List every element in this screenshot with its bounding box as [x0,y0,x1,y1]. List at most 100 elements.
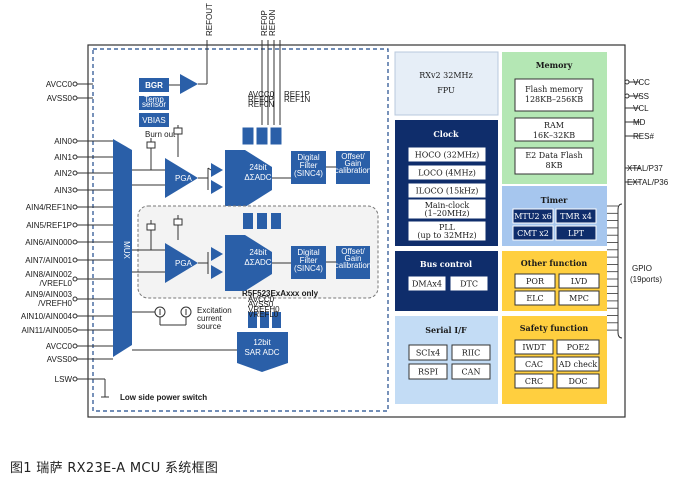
left-pin-label: AIN2 [54,169,72,178]
other-item-box [514,290,556,306]
pin-vcl: VCL [633,104,649,113]
analog-frontend-frame [92,48,389,412]
other-item-label: LVD [571,277,588,286]
left-pin-pad [72,222,78,228]
left-pin-pad [72,95,78,101]
clock-item-label: HOCO (32MHz) [415,151,480,160]
other-item-label: MPC [569,294,589,303]
safety-item-label: DOC [568,377,587,386]
serial-item-box [408,363,448,380]
timer-item-box [512,208,554,224]
serial-item-line: RSPI [418,368,438,377]
pga-0-label: PGA [175,174,193,183]
other-title: Other function [521,258,588,268]
clock-item-line: HOCO (32MHz) [415,151,480,160]
clock-item-label: Main-clock(1–20MHz) [425,201,470,218]
bus-item-line: DMAx4 [412,280,442,289]
calib-1-line: calibration [335,261,371,270]
left-pin-pad [72,276,78,282]
gpio-lines [607,205,618,331]
timer-item-label: LPT [568,229,585,238]
left-pin-label: AVSS0 [47,94,73,103]
vbias-label: VBIAS [142,116,166,125]
serial-title: Serial I/F [425,325,467,335]
cpu-line2: FPU [437,86,455,95]
safety-item-line: IWDT [522,343,546,352]
filter-1-line: Digital [297,248,319,257]
left-pin-label-line: AIN9/AIN003 [25,290,72,299]
left-pin-label: AIN10/AIN004 [21,312,73,321]
other-item-box [558,273,600,289]
serial-item-box [451,344,491,361]
left-pin-label-line: AIN8/AIN002 [25,270,72,279]
adc24-0-line: 24bit [249,163,267,172]
left-pin-pad [72,170,78,176]
pin-xtal: XTAL/P37 [627,164,663,173]
ram-line: 16K–32KB [533,131,575,140]
ref-in0-line: REF0N [248,100,274,109]
memory-title: Memory [536,60,573,70]
clock-item-label: ILOCO (15kHz) [416,187,479,196]
serial-item-box [451,363,491,380]
calib-1-line: Gain [345,254,362,263]
sar-ref-line: VREFH0 [248,305,280,314]
left-pin-label: AIN1 [54,153,72,162]
safety-item-label: POE2 [567,343,590,352]
pin-ref0p: REF0P [260,10,269,36]
left-pin-label: AVSS0 [47,355,73,364]
left-pin-label-line: AIN7/AIN001 [25,256,72,265]
left-pin-label: AIN11/AIN005 [21,326,72,335]
safety-item-box [514,373,554,389]
flash-line: Flash memory [525,85,583,94]
safety-item-line: CRC [525,377,543,386]
left-pin-label: AIN4/REF1N [26,203,72,212]
mux-label: MUX [122,241,131,259]
safety-item-label: CAC [525,360,543,369]
timer-title: Timer [541,195,569,205]
other-items: POR LVD ELC MPC [514,273,600,306]
bus-item-label: DTC [460,280,478,289]
left-pin-label-line: LSW [55,375,73,384]
other-item-line: LVD [571,277,588,286]
other-item-line: POR [526,277,545,286]
other-item-line: ELC [526,294,543,303]
clock-item-line: Main-clock [425,201,470,210]
left-pin-label: LSW [55,375,73,384]
bgr-block [139,78,169,92]
safety-item-line: DOC [568,377,587,386]
gpio-brace [617,203,623,339]
sar-ref-line: VREFL0 [248,310,279,319]
pin-vcc: VCC [633,78,650,87]
left-pin-label: AIN5/REF1P [26,221,72,230]
clock-items: HOCO (32MHz)LOCO (4MHz)ILOCO (15kHz)Main… [407,146,487,242]
left-pin-label-line: AIN10/AIN004 [21,312,73,321]
timer-item-line: CMT x2 [517,229,549,238]
left-pin-label-line: AVCC0 [46,80,73,89]
other-item-label: ELC [526,294,543,303]
refout-buffer [180,74,198,94]
left-pin-pad [72,239,78,245]
adc24-0-line: ΔΣADC [244,173,271,182]
excitation-line: source [197,322,222,331]
left-pin-pad [72,257,78,263]
timer-item-box [555,225,597,241]
safety-item-line: AD check [558,360,598,369]
left-pin-pad [72,327,78,333]
mux-block [113,139,132,357]
left-pin-label-line: AVSS0 [47,94,73,103]
left-pin-label: AIN6/AIN000 [25,238,72,247]
clock-item-box [407,198,487,220]
